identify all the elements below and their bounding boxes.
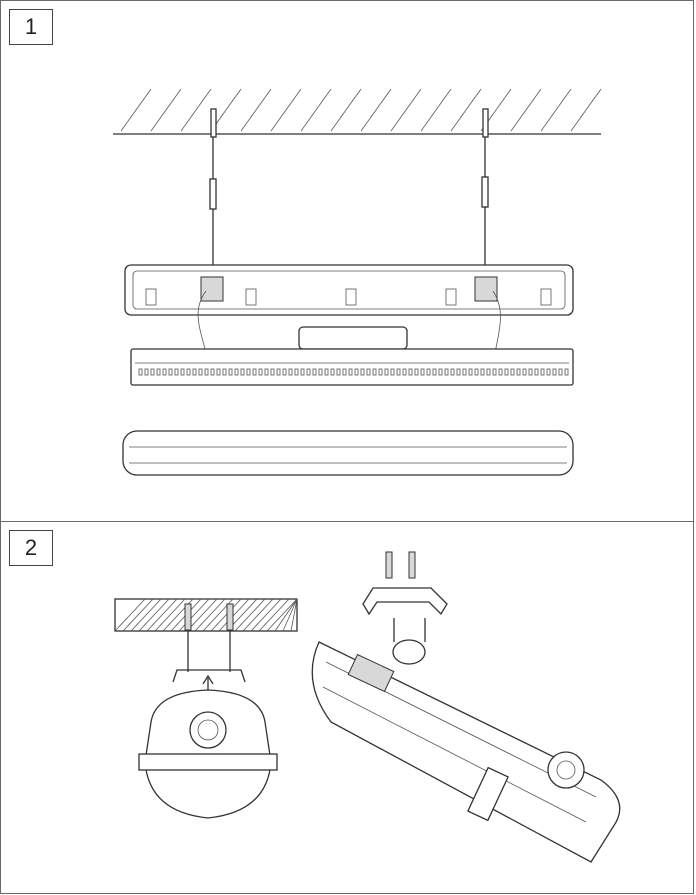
clip-mount-illustration (114, 551, 621, 863)
suspension-mount-illustration (113, 88, 602, 476)
led-board (130, 348, 574, 386)
step-2-number: 2 (9, 530, 53, 566)
luminaire-housing (124, 264, 574, 316)
driver-box (298, 326, 408, 350)
step-2-panel: 2 (0, 521, 694, 894)
step-1-panel: 1 (0, 0, 694, 522)
ceiling-block (114, 598, 298, 632)
ceiling-hatch (113, 88, 602, 135)
suspension-wire-right (481, 108, 489, 269)
bracket-screws (362, 551, 448, 642)
screws-left (184, 603, 234, 672)
mounting-clip-left (172, 669, 246, 683)
step-1-number: 1 (9, 9, 53, 45)
suspension-wire-left (209, 108, 217, 269)
luminaire-end-view (138, 689, 278, 819)
luminaire-perspective-view (311, 639, 621, 863)
diffuser-cover (122, 430, 574, 476)
